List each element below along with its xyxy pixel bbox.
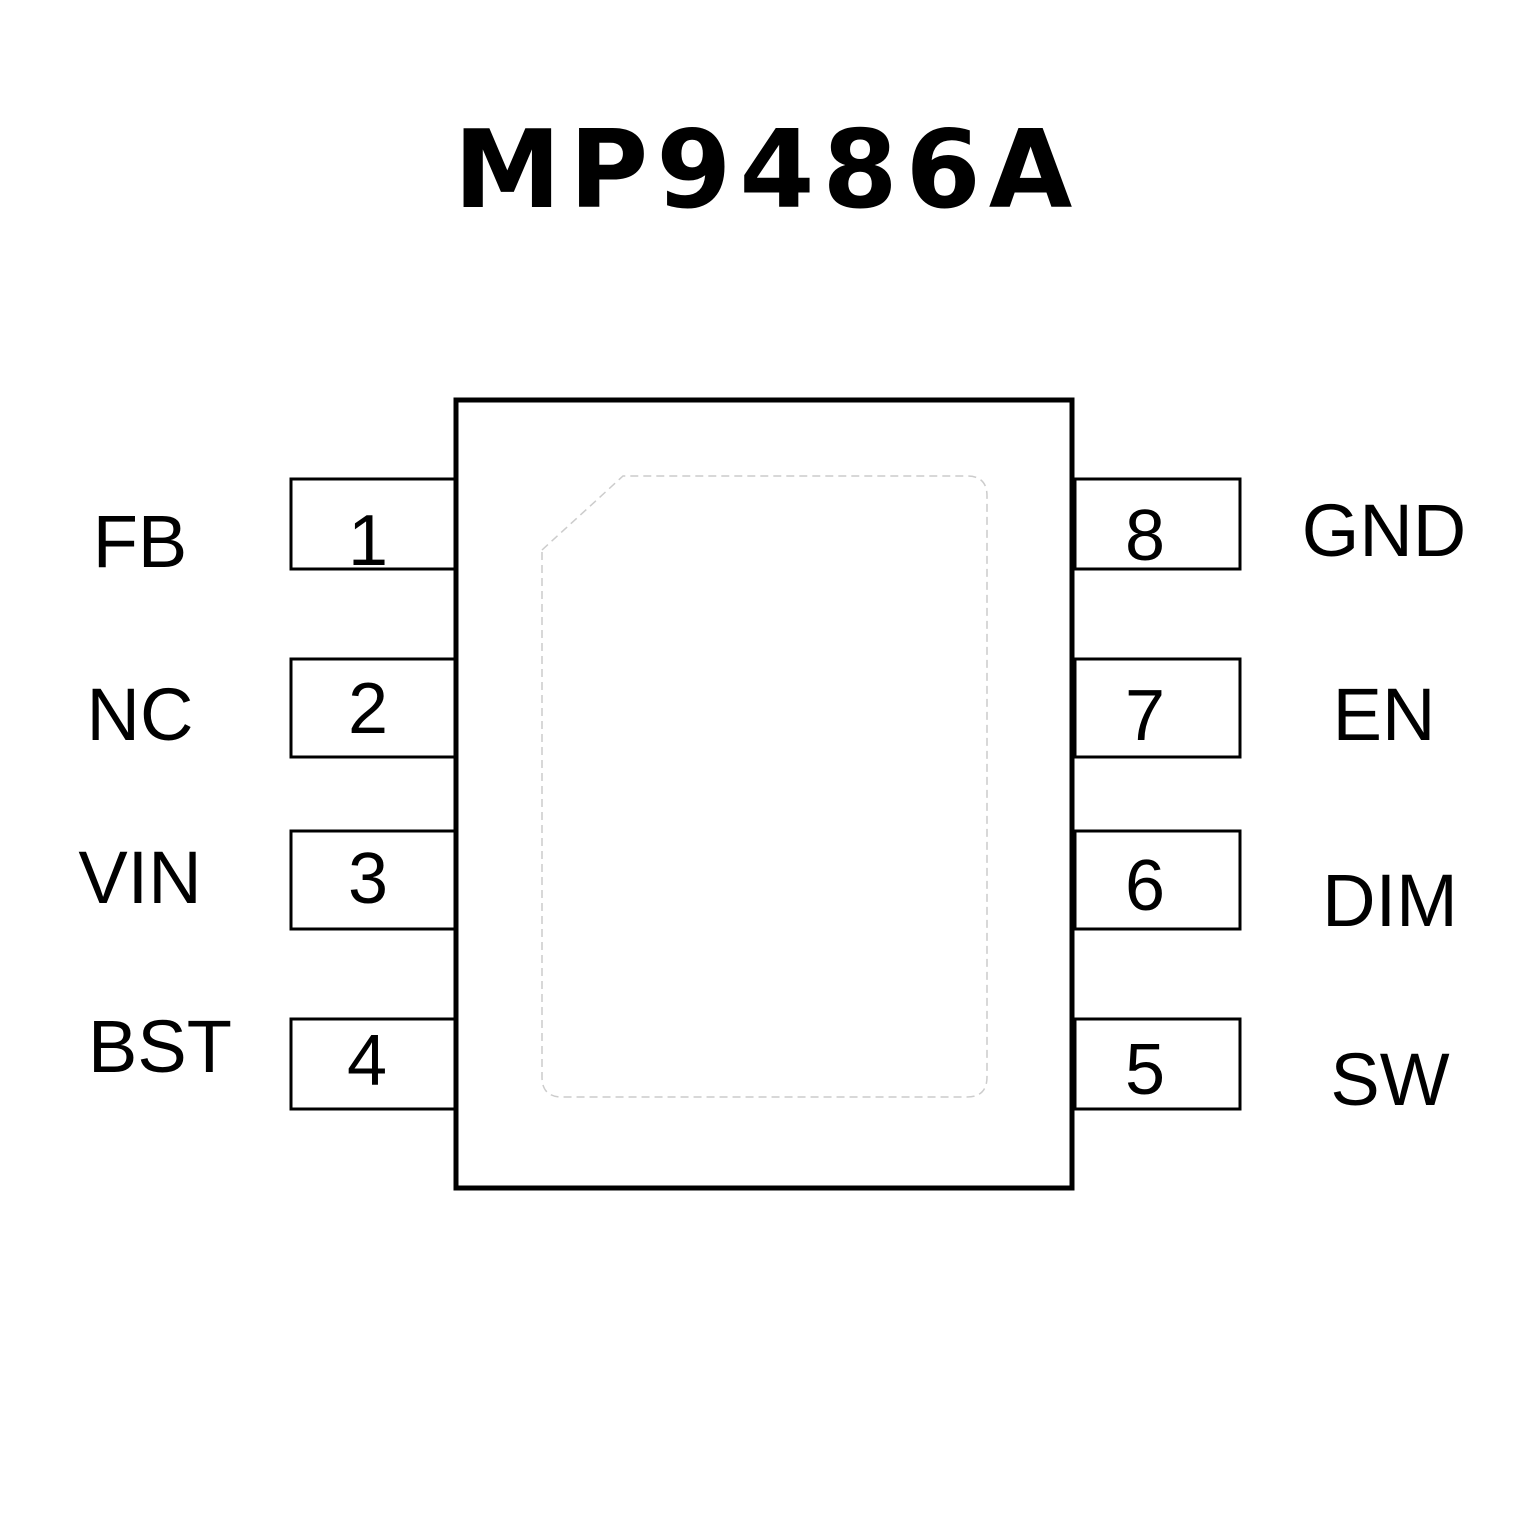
exposed-pad-outline — [541, 475, 988, 1098]
pin-4-label: BST — [88, 1005, 232, 1088]
pin-5: 5 SW — [1073, 1017, 1450, 1121]
pin-6-lead — [1073, 829, 1242, 931]
pin-1-label: FB — [93, 500, 188, 583]
pin-2: 2 NC — [87, 657, 457, 759]
pin-2-label: NC — [87, 673, 194, 756]
pin-7: 7 EN — [1073, 657, 1436, 759]
pin-4-lead — [289, 1017, 457, 1111]
pin-4-number: 4 — [347, 1021, 387, 1101]
pin-3-number: 3 — [348, 839, 388, 919]
pin-3-label: VIN — [78, 836, 201, 919]
pin-3-lead — [289, 829, 457, 931]
pin-8: 8 GND — [1073, 477, 1466, 576]
pin-8-lead — [1073, 477, 1242, 571]
pin-1: 1 FB — [93, 477, 457, 583]
pin-2-number: 2 — [348, 669, 388, 749]
pin-6: 6 DIM — [1073, 829, 1458, 942]
pin-1-number: 1 — [348, 501, 388, 581]
pin-7-lead — [1073, 657, 1242, 759]
pin-3: 3 VIN — [78, 829, 457, 931]
pin-6-label: DIM — [1322, 859, 1458, 942]
pin-1-lead — [289, 477, 457, 571]
pin-7-label: EN — [1333, 673, 1436, 756]
chip-title: MP9486A — [454, 108, 1081, 233]
pin-5-lead — [1073, 1017, 1242, 1111]
pin-8-label: GND — [1302, 489, 1466, 572]
pin-2-lead — [289, 657, 457, 759]
pin-7-number: 7 — [1125, 676, 1165, 756]
pin-5-number: 5 — [1125, 1030, 1165, 1110]
pin-6-number: 6 — [1125, 846, 1165, 926]
chip-body — [453, 397, 1075, 1191]
pin-8-number: 8 — [1125, 496, 1165, 576]
pin-5-label: SW — [1330, 1038, 1449, 1121]
pin-4: 4 BST — [88, 1005, 457, 1111]
